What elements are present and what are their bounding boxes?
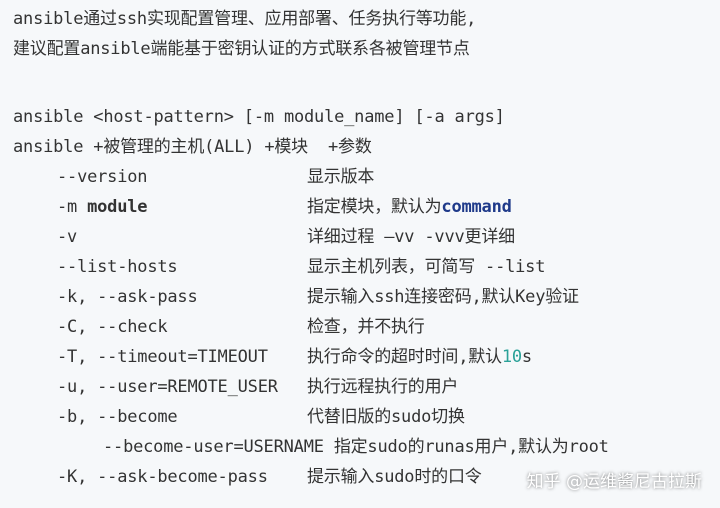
option-flag: -v bbox=[57, 227, 78, 247]
option-desc: 指定sudo的runas用户,默认为root bbox=[333, 437, 609, 457]
option-flag: --list-hosts bbox=[57, 257, 178, 277]
option-flag: -K, --ask-become-pass bbox=[57, 467, 268, 487]
option-desc-keyword: command bbox=[441, 197, 512, 217]
option-row: --become-user=USERNAME 指定sudo的runas用户,默认… bbox=[13, 432, 720, 462]
syntax-line-2: ansible +被管理的主机(ALL) +模块 +参数 bbox=[13, 137, 372, 157]
option-desc: 指定模块，默认为 bbox=[307, 197, 442, 217]
option-flag: --version bbox=[57, 167, 148, 187]
option-row: --version 显示版本 bbox=[13, 162, 720, 192]
watermark: 知乎 @运维酱尼古拉斯 bbox=[526, 472, 702, 492]
option-desc-suffix: s bbox=[521, 347, 532, 367]
option-flag-keyword: module bbox=[87, 197, 148, 217]
option-row: -K, --ask-become-pass 提示输入sudo时的口令 bbox=[13, 462, 720, 492]
option-row: -k, --ask-pass 提示输入ssh连接密码,默认Key验证 bbox=[13, 282, 720, 312]
option-flag: --become-user=USERNAME bbox=[103, 437, 324, 457]
option-flag: -T, --timeout=TIMEOUT bbox=[57, 347, 268, 367]
syntax-line-1: ansible <host-pattern> [-m module_name] … bbox=[13, 107, 505, 127]
option-desc: 详细过程 –vv -vvv更详细 bbox=[307, 227, 515, 247]
option-row: -C, --check 检查，并不执行 bbox=[13, 312, 720, 342]
option-desc: 执行远程执行的用户 bbox=[307, 377, 459, 397]
option-desc: 显示版本 bbox=[307, 167, 375, 187]
option-desc: 提示输入sudo时的口令 bbox=[307, 467, 482, 487]
option-desc: 检查，并不执行 bbox=[307, 317, 425, 337]
option-flag: -b, --become bbox=[57, 407, 178, 427]
option-desc: 显示主机列表，可简写 --list bbox=[307, 257, 546, 277]
option-row: -b, --become 代替旧版的sudo切换 bbox=[13, 402, 720, 432]
option-flag: -C, --check bbox=[57, 317, 168, 337]
option-desc: 提示输入ssh连接密码,默认Key验证 bbox=[307, 287, 579, 307]
option-desc: 代替旧版的sudo切换 bbox=[307, 407, 465, 427]
option-flag-prefix: -m bbox=[57, 197, 88, 217]
option-row: -u, --user=REMOTE_USER 执行远程执行的用户 bbox=[13, 372, 720, 402]
option-flag: -m module bbox=[57, 192, 307, 222]
option-flag: -u, --user=REMOTE_USER bbox=[57, 377, 278, 397]
intro-line-2: 建议配置ansible端能基于密钥认证的方式联系各被管理节点 bbox=[13, 39, 470, 59]
option-row: --list-hosts 显示主机列表，可简写 --list bbox=[13, 252, 720, 282]
option-desc: 执行命令的超时时间,默认 bbox=[307, 347, 502, 367]
intro-line-1: ansible通过ssh实现配置管理、应用部署、任务执行等功能, bbox=[13, 9, 477, 29]
option-flag: -k, --ask-pass bbox=[57, 287, 198, 307]
option-row: -T, --timeout=TIMEOUT 执行命令的超时时间,默认10s bbox=[13, 342, 720, 372]
option-desc-number: 10 bbox=[501, 347, 522, 367]
option-row: -v 详细过程 –vv -vvv更详细 bbox=[13, 222, 720, 252]
blank-line bbox=[13, 64, 720, 102]
